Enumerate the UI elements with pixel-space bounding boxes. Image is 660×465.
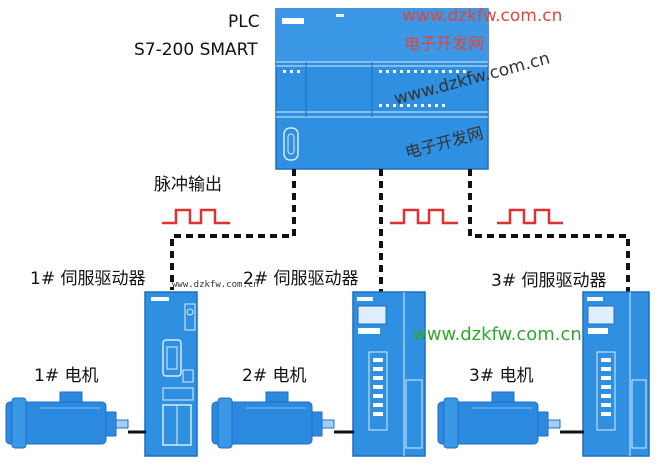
plc-label-line2: S7-200 SMART — [134, 40, 258, 60]
pulse-symbol-1 — [162, 208, 230, 225]
plc-label-line1: PLC — [228, 12, 260, 32]
motor-1 — [5, 391, 129, 449]
pulse-symbol-2 — [390, 208, 458, 225]
pulse-signals — [162, 208, 563, 225]
motor-2 — [211, 391, 335, 449]
motor-2-label: 2# 电机 — [242, 366, 307, 386]
motor-3-label: 3# 电机 — [469, 366, 534, 386]
pulse-output-label: 脉冲输出 — [154, 175, 222, 195]
wire-to-drive-1 — [170, 169, 296, 290]
drive-3-label: 3# 伺服驱动器 — [491, 271, 607, 291]
motor-3 — [437, 391, 561, 449]
drive-1-label: 1# 伺服驱动器 — [30, 269, 146, 289]
motor-1-label: 1# 电机 — [34, 366, 99, 386]
control-wires — [170, 169, 630, 292]
wire-to-drive-3 — [468, 169, 630, 292]
plc-device — [275, 8, 489, 170]
pulse-symbol-3 — [497, 208, 563, 225]
servo-drive-3 — [582, 291, 650, 457]
drive-2-label: 2# 伺服驱动器 — [243, 269, 359, 289]
servo-drive-1 — [144, 291, 198, 457]
watermark-url-top: www.dzkfw.com.cn — [402, 6, 563, 26]
servo-drive-2 — [352, 291, 426, 457]
watermark-cn-top: 电子开发网 — [404, 34, 485, 53]
watermark-url-small: www.dzkfw.com.cn — [172, 280, 259, 290]
watermark-url-green: www.dzkfw.com.cn — [412, 324, 582, 345]
